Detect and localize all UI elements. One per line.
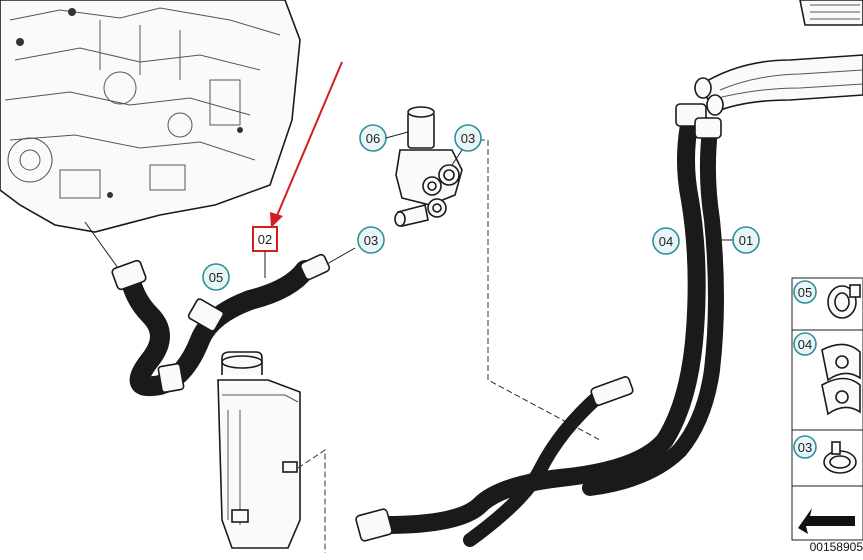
part-number: 00158905	[809, 540, 863, 554]
svg-text:04: 04	[659, 234, 673, 249]
svg-text:01: 01	[739, 233, 753, 248]
highlight-arrow	[270, 61, 343, 228]
callout-03-valve: 03	[451, 124, 482, 166]
callout-05: 05	[202, 263, 230, 291]
callout-03-hose: 03	[357, 226, 385, 254]
pipe-holder-icon	[821, 343, 861, 416]
svg-text:05: 05	[798, 285, 812, 300]
svg-text:03: 03	[461, 131, 475, 146]
svg-text:05: 05	[209, 270, 223, 285]
callout-02-label: 02	[258, 232, 272, 247]
callout-02-box	[252, 226, 278, 252]
legend-item-03: 03	[793, 435, 857, 474]
hose-04	[355, 103, 724, 547]
arrow-icon	[798, 508, 855, 534]
svg-text:04: 04	[798, 337, 812, 352]
heater-pipes	[694, 0, 863, 116]
legend-panel: 05 04 03	[791, 277, 863, 541]
legend-item-05: 05	[793, 280, 861, 319]
callout-04: 04	[652, 227, 680, 255]
hose-clamp-icon	[827, 284, 861, 319]
hose-05	[111, 253, 331, 397]
svg-text:06: 06	[366, 131, 380, 146]
svg-text:03: 03	[364, 233, 378, 248]
callout-06: 06	[359, 124, 409, 152]
svg-text:03: 03	[798, 440, 812, 455]
spring-clip-icon	[823, 441, 857, 474]
engine-block	[0, 0, 301, 233]
callout-01: 01	[732, 226, 760, 254]
legend-item-04: 04	[793, 332, 861, 416]
water-valve	[394, 106, 463, 227]
expansion-tank	[217, 351, 301, 549]
